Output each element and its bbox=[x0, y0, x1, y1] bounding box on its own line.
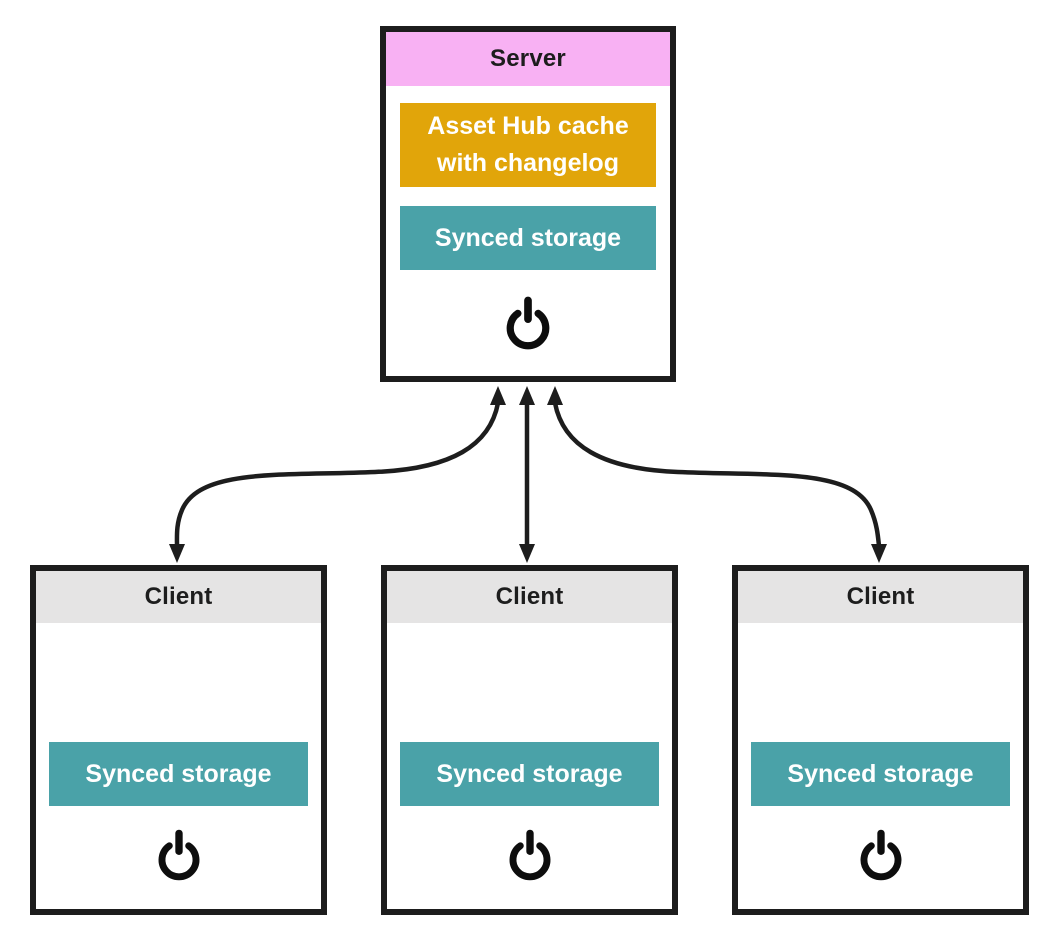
server-synced-storage-label: Synced storage bbox=[434, 223, 622, 252]
client-header: Client bbox=[387, 571, 672, 623]
asset-hub-cache-label: Asset Hub cache with changelog bbox=[427, 112, 629, 177]
client-header: Client bbox=[738, 571, 1023, 623]
client-title: Client bbox=[144, 583, 213, 610]
server-header: Server bbox=[386, 32, 670, 86]
client-synced-storage-block: Synced storage bbox=[49, 742, 308, 806]
client-node-2: Client Synced storage bbox=[381, 565, 678, 915]
asset-hub-cache-block: Asset Hub cache with changelog bbox=[400, 103, 656, 187]
client-header: Client bbox=[36, 571, 321, 623]
link-server-client-left bbox=[169, 386, 506, 563]
arrowhead-up-right bbox=[547, 386, 563, 405]
server-title: Server bbox=[490, 45, 566, 72]
client-synced-storage-label: Synced storage bbox=[436, 759, 623, 788]
client-node-3: Client Synced storage bbox=[732, 565, 1029, 915]
link-server-client-middle bbox=[519, 386, 535, 563]
client-synced-storage-label: Synced storage bbox=[787, 759, 974, 788]
arrowhead-up-middle bbox=[519, 386, 535, 405]
server-node: Server Asset Hub cache with changelog Sy… bbox=[380, 26, 676, 382]
power-icon bbox=[509, 829, 550, 881]
client-power-row bbox=[738, 829, 1023, 881]
client-power-row bbox=[36, 829, 321, 881]
server-synced-storage-block: Synced storage bbox=[400, 206, 656, 270]
arrowhead-down-middle bbox=[519, 544, 535, 563]
client-title: Client bbox=[846, 583, 915, 610]
arrowhead-down-left bbox=[169, 544, 185, 563]
client-synced-storage-label: Synced storage bbox=[85, 759, 272, 788]
server-power-row bbox=[386, 296, 670, 350]
client-power-row bbox=[387, 829, 672, 881]
client-synced-storage-block: Synced storage bbox=[400, 742, 659, 806]
arrowhead-up-left bbox=[490, 386, 506, 405]
client-synced-storage-block: Synced storage bbox=[751, 742, 1010, 806]
power-icon bbox=[860, 829, 901, 881]
arrowhead-down-right bbox=[871, 544, 887, 563]
power-icon bbox=[506, 296, 550, 350]
client-node-1: Client Synced storage bbox=[30, 565, 327, 915]
power-icon bbox=[158, 829, 199, 881]
link-server-client-right bbox=[547, 386, 887, 563]
client-title: Client bbox=[495, 583, 564, 610]
